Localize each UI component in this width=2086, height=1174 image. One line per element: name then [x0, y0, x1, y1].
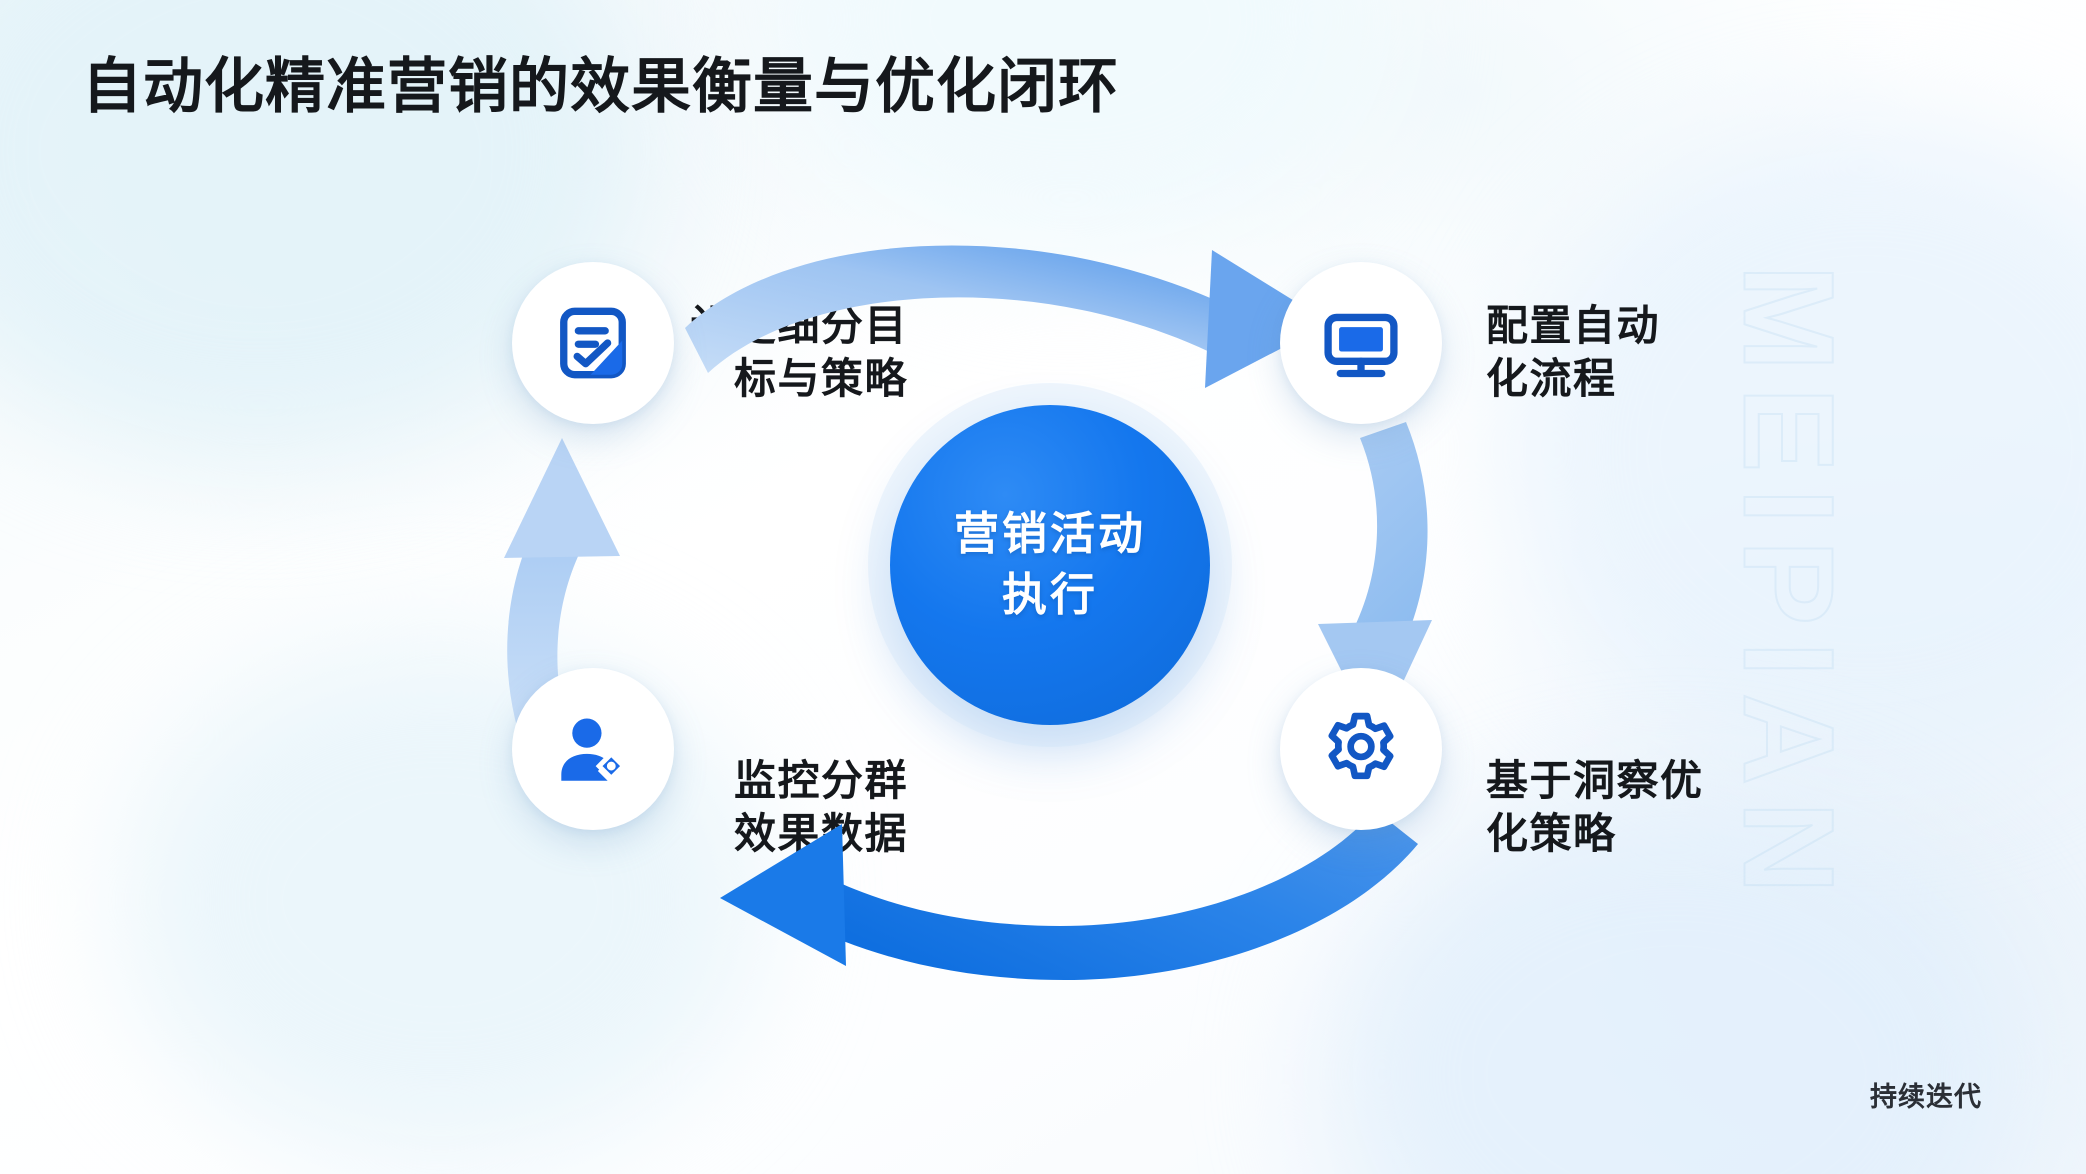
- node-monitor-segment-data[interactable]: [512, 668, 674, 830]
- node-optimize-from-insight[interactable]: [1280, 668, 1442, 830]
- hub-circle: 营销活动 执行: [890, 405, 1210, 725]
- gear-icon: [1322, 710, 1400, 788]
- flow-arrow-bottom: [720, 810, 1418, 980]
- watermark-text: MEIPIAN: [1716, 263, 1861, 910]
- hub-label-line-1: 营销活动: [953, 508, 1146, 560]
- hub-label-line-2: 执行: [1001, 569, 1098, 620]
- clipboard-check-icon: [554, 304, 632, 382]
- user-tag-icon: [554, 710, 632, 788]
- footer-note: 持续迭代: [1870, 1082, 1982, 1112]
- node-label-configure-automation: 配置自动 化流程: [1486, 302, 1661, 402]
- flow-arrow-top: [685, 245, 1330, 388]
- page-title: 自动化精准营销的效果衡量与优化闭环: [82, 53, 1119, 120]
- monitor-icon: [1322, 304, 1400, 382]
- node-set-segment-goals[interactable]: [512, 262, 674, 424]
- cycle-diagram: 营销活动 执行: [470, 210, 1630, 1030]
- node-label-optimize-from-insight: 基于洞察优 化策略: [1486, 757, 1704, 857]
- node-configure-automation[interactable]: [1280, 262, 1442, 424]
